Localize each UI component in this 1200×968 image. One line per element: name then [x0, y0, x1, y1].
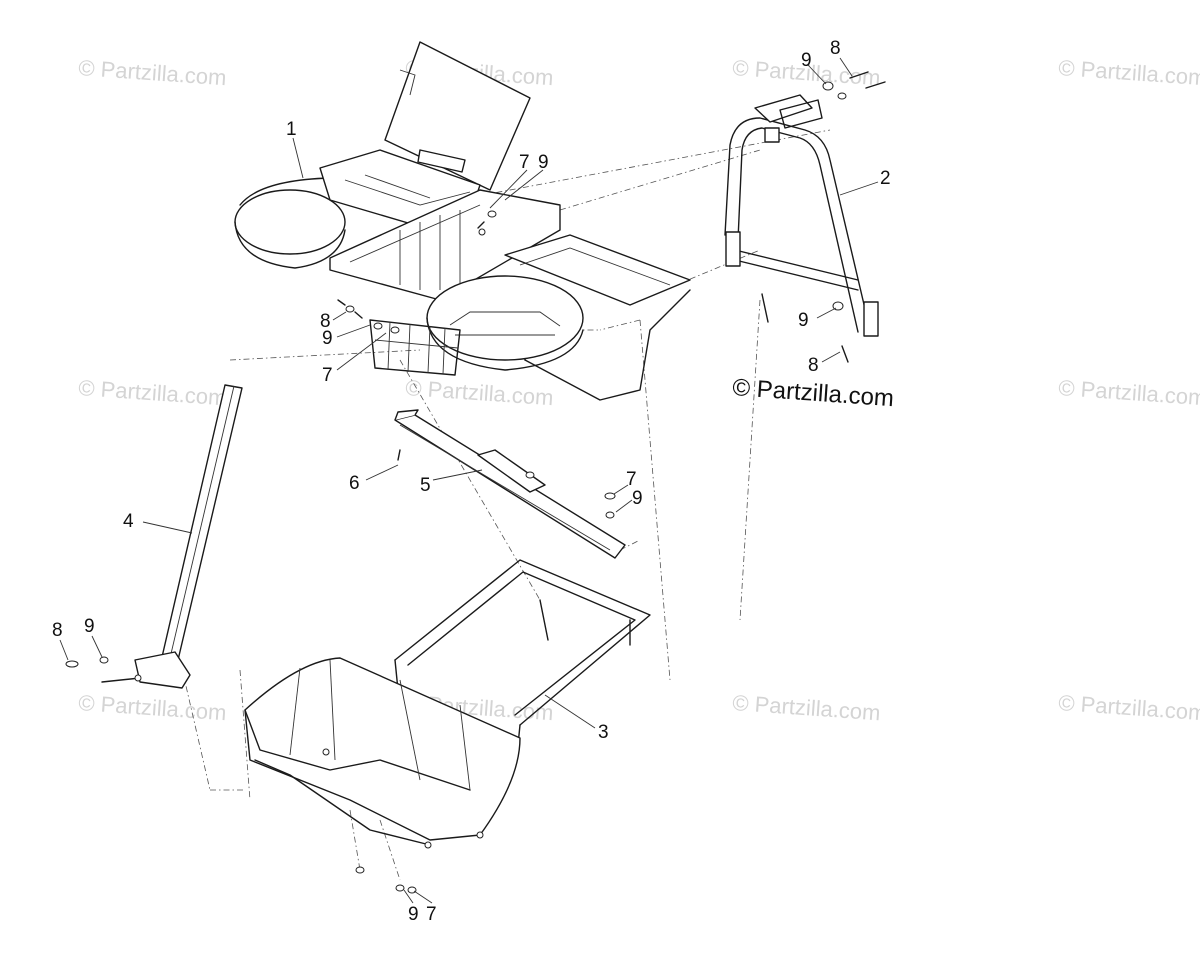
callout-bolt: 8 [830, 38, 841, 59]
callout-part-3: 3 [598, 722, 609, 743]
callout-bolt: 8 [52, 620, 63, 641]
callout-nut: 7 [519, 152, 530, 173]
callout-washer: 9 [632, 488, 643, 509]
watermark: © Partzilla.com [78, 55, 228, 90]
part-4-handle [134, 384, 243, 689]
hardware-callouts: 9 8 7 9 8 9 7 9 8 7 9 8 9 9 7 [52, 38, 841, 925]
callout-nut: 7 [322, 365, 333, 386]
watermark: © Partzilla.com [78, 375, 228, 410]
part-callouts: 1 2 3 4 5 6 [123, 119, 891, 743]
callout-part-5: 5 [420, 475, 431, 496]
callout-washer: 9 [798, 310, 809, 331]
watermark: © Partzilla.com [1058, 375, 1200, 410]
callout-part-6: 6 [349, 473, 360, 494]
callout-part-4: 4 [123, 511, 134, 532]
callout-washer: 9 [84, 616, 95, 637]
callout-part-1: 1 [286, 119, 297, 140]
leader-lines [59, 57, 879, 904]
copyright-notice: © Partzilla.com [732, 374, 895, 412]
part-2-upright-frame [724, 94, 879, 337]
callout-part-2: 2 [880, 168, 891, 189]
callout-washer: 9 [801, 50, 812, 71]
callout-nut: 7 [426, 904, 437, 925]
part-1-hopper-bin [234, 41, 691, 401]
callout-washer: 9 [408, 904, 419, 925]
callout-bolt: 8 [808, 355, 819, 376]
watermark: © Partzilla.com [405, 375, 555, 410]
watermark: © Partzilla.com [78, 690, 228, 725]
watermark: © Partzilla.com [1058, 690, 1200, 725]
callout-nut: 7 [626, 469, 637, 490]
callout-washer: 9 [538, 152, 549, 173]
callout-washer: 9 [322, 328, 333, 349]
spreader-pan [244, 657, 521, 849]
part-5-brace [394, 409, 626, 559]
callout-bolt: 8 [320, 311, 331, 332]
hardware [65, 71, 886, 894]
watermark: © Partzilla.com [732, 690, 882, 725]
watermark: © Partzilla.com [1058, 55, 1200, 90]
